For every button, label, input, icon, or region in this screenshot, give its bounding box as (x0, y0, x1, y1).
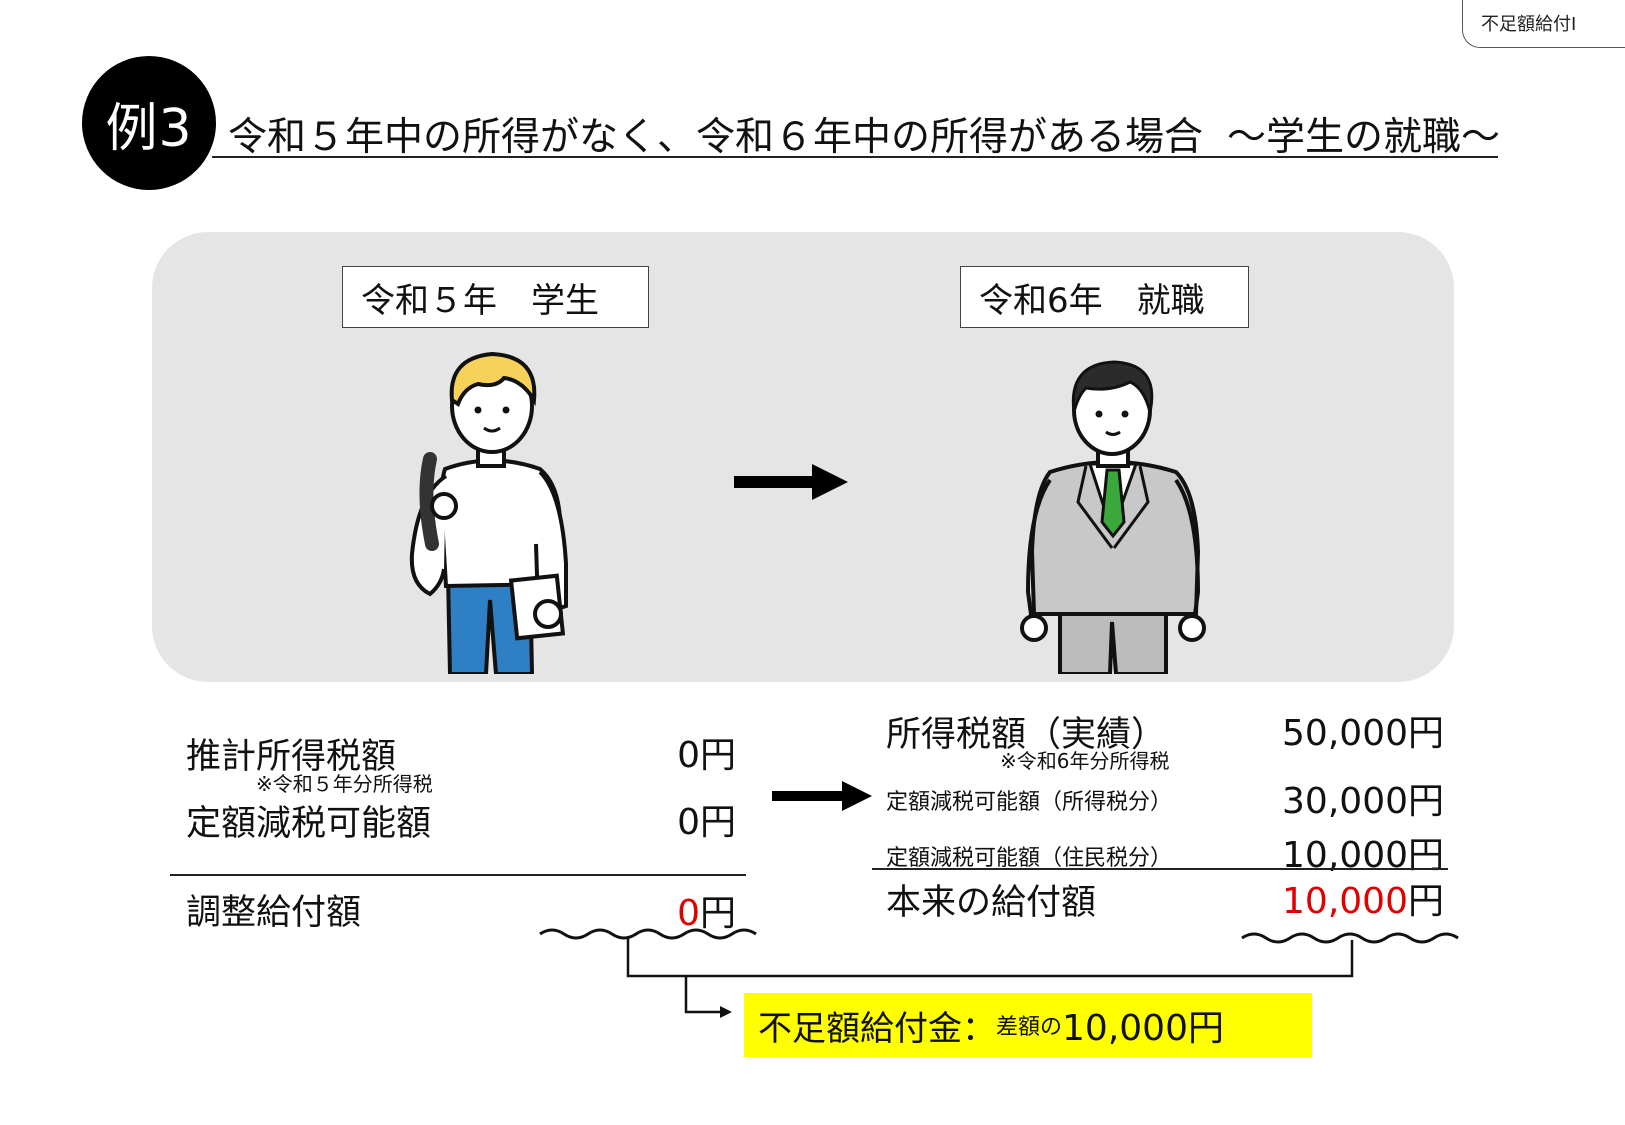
callout-label: 不足額給付金： (758, 1008, 996, 1049)
original-benefit-unit: 円 (1407, 881, 1444, 922)
income-tax-value: 50,000円 (1282, 713, 1444, 754)
example-badge: 例3 (82, 56, 216, 190)
adjusted-benefit-unit: 円 (699, 893, 736, 934)
income-tax-label: 所得税額（実績） (886, 715, 1167, 755)
employee-illustration (1020, 360, 1206, 674)
title-underline (212, 156, 1498, 158)
title-subtitle: ～学生の就職～ (1227, 115, 1501, 160)
fixed-reduction-label: 定額減税可能額 (186, 804, 432, 844)
original-benefit-number: 10,000 (1282, 881, 1408, 922)
transition-arrow-icon (734, 464, 848, 500)
reduction-resident-value: 10,000円 (1282, 835, 1444, 876)
original-benefit-value: 10,000円 (1200, 872, 1444, 924)
income-tax-note: ※令和6年分所得税 (1000, 749, 1170, 773)
pointer-line (684, 976, 722, 1014)
fixed-reduction-value: 0円 (677, 802, 736, 843)
page-tag: 不足額給付Ⅰ (1462, 0, 1625, 48)
estimated-tax-value: 0円 (677, 735, 736, 776)
estimated-tax-note: ※令和５年分所得税 (256, 772, 433, 796)
student-illustration (409, 351, 568, 674)
original-benefit-label: 本来の給付額 (886, 883, 1097, 923)
page-title: 令和５年中の所得がなく、令和６年中の所得がある場合 ～学生の就職～ (228, 106, 1500, 162)
reduction-resident-label: 定額減税可能額（住民税分） (886, 846, 1173, 871)
label-student-year: 令和５年 学生 (342, 266, 649, 328)
label-employed-year: 令和6年 就職 (960, 266, 1249, 328)
right-total-rule (872, 868, 1448, 870)
callout-small: 差額の (996, 1015, 1063, 1040)
pointer-arrowhead (720, 1006, 732, 1018)
adjusted-benefit-number: 0 (677, 893, 700, 934)
estimated-tax-label: 推計所得税額 (186, 737, 397, 777)
left-total-rule (170, 874, 746, 876)
bracket-line (626, 938, 1354, 978)
title-main: 令和５年中の所得がなく、令和６年中の所得がある場合 (228, 115, 1204, 160)
reduction-income-label: 定額減税可能額（所得税分） (886, 790, 1173, 815)
adjusted-benefit-label: 調整給付額 (186, 893, 362, 933)
callout-amount: 10,000円 (1062, 1008, 1224, 1049)
right-wavy-underline (1241, 932, 1459, 944)
reduction-income-value: 30,000円 (1282, 781, 1444, 822)
adjusted-benefit-value: 0円 (560, 884, 736, 936)
comparison-arrow-icon (772, 781, 872, 811)
